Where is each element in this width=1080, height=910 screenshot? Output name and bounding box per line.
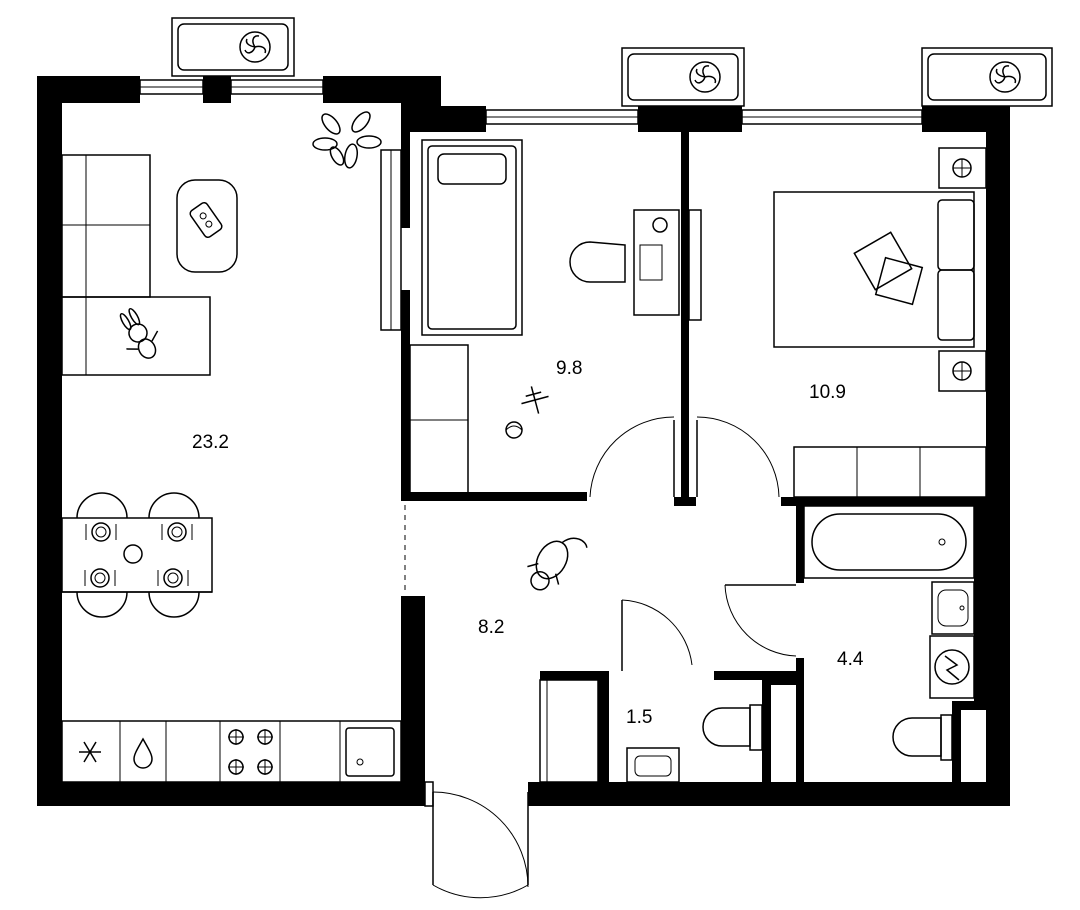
dining-set	[61, 492, 213, 618]
kids-chair	[569, 241, 626, 283]
area-label-toilet: 1.5	[626, 707, 652, 728]
fan-icon	[239, 31, 271, 63]
doors	[380, 149, 797, 671]
balcony-unit-middle	[621, 47, 745, 107]
bathroom-sink	[931, 581, 975, 635]
bathroom-toilet	[892, 714, 953, 761]
freezer-icon	[79, 741, 101, 763]
bathtub	[803, 505, 975, 579]
toilet-bowl	[702, 704, 763, 751]
bedroom-wardrobe	[793, 446, 987, 498]
double-bed	[773, 191, 975, 348]
area-label-kids-room: 9.8	[556, 358, 582, 379]
coffee-table	[176, 179, 238, 273]
area-label-bedroom: 10.9	[809, 382, 846, 403]
toy-plane-icon	[521, 386, 549, 414]
plant-icon	[312, 111, 382, 169]
kids-wardrobe	[409, 344, 469, 498]
area-label-living: 23.2	[192, 432, 229, 453]
balcony-unit-right	[921, 47, 1053, 107]
water-heater-icon	[929, 635, 975, 699]
stove-icon	[228, 729, 273, 775]
toilet-sink	[626, 747, 680, 783]
fan-icon	[989, 61, 1021, 93]
balcony-unit-left	[171, 17, 295, 77]
area-label-bathroom: 4.4	[837, 649, 864, 670]
entrance-door	[424, 679, 599, 899]
kids-bed	[421, 139, 523, 336]
windows	[139, 79, 923, 125]
sofa	[61, 154, 211, 376]
area-label-hallway: 8.2	[478, 617, 504, 638]
nightstand-bottom	[938, 350, 987, 392]
toy-bunny-icon	[119, 307, 159, 359]
cat-icon	[527, 537, 588, 591]
water-drop-icon	[133, 737, 153, 769]
kids-desk	[633, 209, 680, 316]
fan-icon	[689, 61, 721, 93]
walls	[37, 76, 1010, 806]
nightstand-top	[938, 147, 987, 189]
kitchen-counter	[61, 720, 402, 783]
ball-icon	[505, 421, 523, 439]
kitchen-sink	[345, 727, 395, 777]
